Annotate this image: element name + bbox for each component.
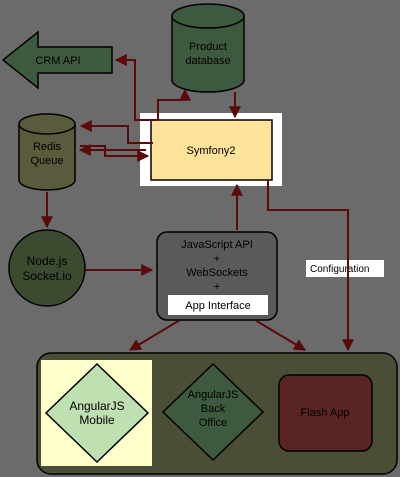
configuration-label: Configuration <box>310 264 369 275</box>
angular-backoffice-label-line3: Office <box>199 417 228 429</box>
product-database-top <box>171 3 245 29</box>
redis-queue-node: Redis Queue <box>18 113 76 191</box>
app-interface-label: App Interface <box>185 300 250 312</box>
nodejs-circle <box>8 229 86 307</box>
configuration-box <box>306 260 384 277</box>
javascript-api-line2: + <box>214 253 220 265</box>
angular-mobile-diamond <box>44 362 150 464</box>
symfony-node: Symfony2 <box>140 113 282 186</box>
arrow-symfony-to-crm <box>114 54 157 121</box>
nodejs-label-line2: Socket.io <box>22 269 72 283</box>
redis-queue-body <box>18 124 76 191</box>
product-database-node: Product database <box>171 3 245 93</box>
redis-queue-label-line2: Queue <box>30 155 63 167</box>
product-database-label-line2: database <box>185 55 230 67</box>
angular-backoffice-label-line1: AngularJS <box>188 389 239 401</box>
crm-api-node: CRM API <box>1 30 113 90</box>
product-database-body <box>171 16 245 93</box>
arrow-jsapi-to-mobile <box>128 319 181 351</box>
javascript-api-line4: + <box>214 281 220 293</box>
crm-api-arrow-shape <box>1 30 113 90</box>
redis-queue-label-line1: Redis <box>33 141 62 153</box>
clients-container: AngularJS Mobile AngularJS Back Office F… <box>36 352 398 475</box>
javascript-api-line1: JavaScript API <box>181 239 253 251</box>
angular-backoffice-label-line2: Back <box>201 403 226 415</box>
connectors <box>41 54 354 352</box>
nodejs-node: Node.js Socket.io <box>8 229 86 307</box>
flash-app-label: Flash App <box>301 407 350 419</box>
arrow-jsapi-to-clients <box>254 319 307 351</box>
javascript-api-line3: WebSockets <box>186 267 248 279</box>
redis-queue-top <box>18 113 76 135</box>
symfony-label: Symfony2 <box>187 145 236 157</box>
configuration-label-group: Configuration <box>306 260 384 277</box>
symfony-box <box>150 119 273 181</box>
nodejs-label-line1: Node.js <box>27 254 68 268</box>
arrow-symfony-to-productdb <box>157 88 191 120</box>
product-database-label-line1: Product <box>189 41 227 53</box>
javascript-api-node: JavaScript API + WebSockets + App Interf… <box>156 231 278 321</box>
arrow-symfony-to-flash <box>267 180 354 352</box>
app-interface-box <box>168 295 268 315</box>
angular-backoffice-diamond <box>161 362 265 462</box>
flash-app-box <box>278 374 373 452</box>
arrow-symfony-to-redis-upper <box>79 120 153 144</box>
angular-mobile-label-line1: AngularJS <box>69 399 124 413</box>
angular-mobile-label-line2: Mobile <box>79 413 115 427</box>
crm-api-label: CRM API <box>35 55 80 67</box>
